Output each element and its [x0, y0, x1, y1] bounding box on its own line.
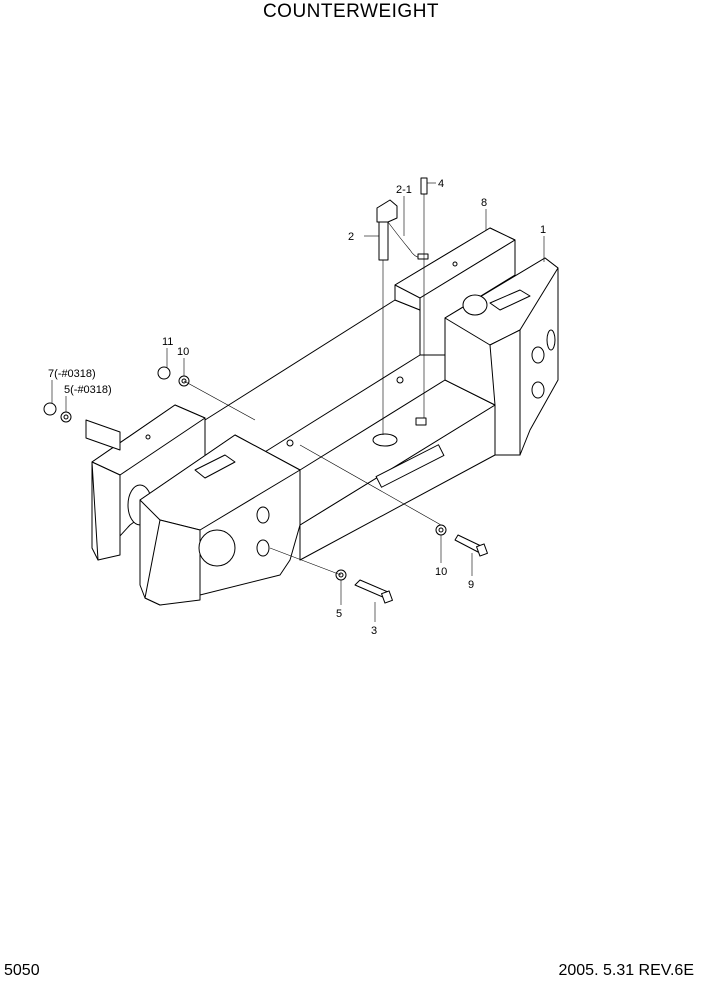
callout-leaders — [51, 182, 545, 622]
callout-7-early: 7(-#0318) — [48, 368, 96, 380]
hardware-parts — [43, 366, 488, 604]
pin-assembly — [145, 177, 458, 447]
callout-8: 8 — [481, 197, 487, 209]
callout-5: 5 — [336, 608, 342, 620]
callout-2-1: 2-1 — [396, 184, 412, 196]
callout-3: 3 — [371, 625, 377, 637]
callout-5-early: 5(-#0318) — [64, 384, 112, 396]
page-title: COUNTERWEIGHT — [262, 1, 440, 22]
callout-2: 2 — [348, 231, 354, 243]
revision-date: 2005. 5.31 REV.6E — [558, 962, 694, 979]
main-frame — [204, 227, 516, 561]
front-left-casting — [139, 434, 301, 606]
page-number: 5050 — [4, 962, 40, 979]
callout-11: 11 — [162, 336, 173, 348]
callout-1: 1 — [540, 224, 546, 236]
front-right-casting — [444, 257, 559, 456]
callout-4: 4 — [438, 178, 444, 190]
callout-10-bottom: 10 — [435, 566, 447, 578]
callout-10-top: 10 — [177, 346, 189, 358]
callout-9: 9 — [468, 579, 474, 591]
